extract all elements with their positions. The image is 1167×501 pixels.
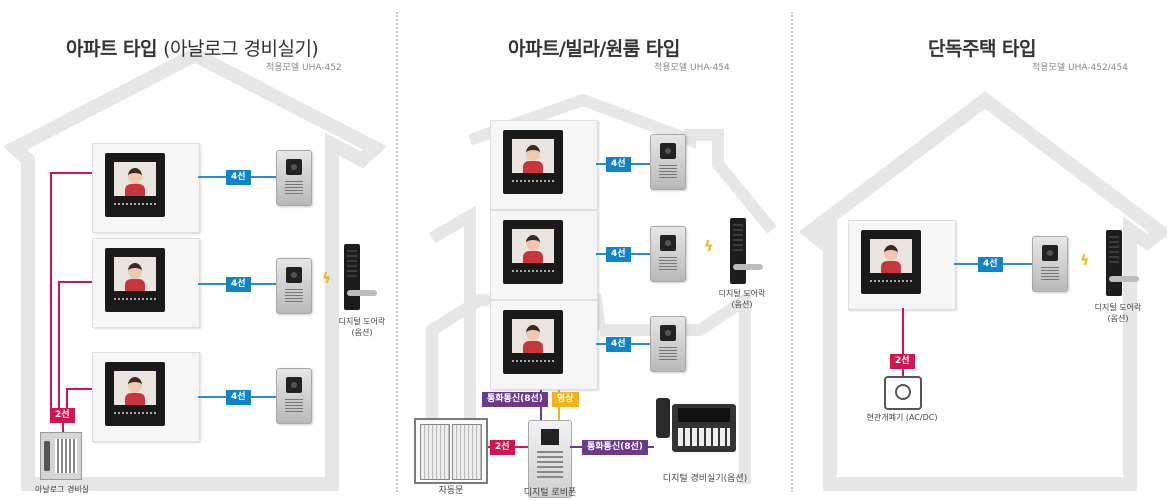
monitor-icon [490, 300, 598, 390]
monitor-icon [848, 220, 956, 310]
title-bold: 아파트 타입 [66, 38, 158, 60]
wire-4-tag: 4선 [226, 390, 251, 405]
wire-4-tag: 4선 [606, 337, 631, 352]
door-camera-icon [276, 258, 312, 314]
doorlock-label: 디지털 도어락 (옵션) [338, 317, 386, 337]
lock-label: 현관개폐기 (AC/DC) [866, 413, 938, 422]
panel-divider [791, 12, 793, 492]
wire-2-tag: 2선 [50, 408, 75, 423]
monitor-icon [92, 352, 200, 442]
door-camera-icon [650, 226, 686, 282]
doorlock-label: 디지털 도어락 (옵션) [718, 289, 766, 309]
automatic-door-icon [414, 418, 488, 484]
wire-video-line [558, 404, 560, 420]
digital-doorlock-icon [730, 218, 763, 284]
wire-comm-line [540, 404, 542, 420]
model-label: 적용모델 UHA-452/454 [1032, 63, 1128, 73]
panel-title: 아파트 타입 (아날로그 경비실기) [66, 34, 319, 61]
analog-security-icon [40, 432, 82, 480]
title-light: (아날로그 경비실기) [163, 38, 319, 60]
wire-2-line [58, 281, 60, 410]
wire-comm-tag: 통화통신(8선) [482, 392, 548, 407]
doorlock-label: 디지털 도어락 (옵션) [1094, 303, 1142, 323]
wire-2-line [50, 172, 52, 410]
model-label: 적용모델 UHA-454 [654, 63, 730, 73]
wire-4-tag: 4선 [606, 247, 631, 262]
monitor-icon [92, 238, 200, 328]
wire-2-line [902, 308, 904, 354]
door-camera-icon [276, 150, 312, 206]
wire-2-line [58, 281, 92, 283]
wire-2-tag: 2선 [490, 440, 515, 455]
guard-label: 디지털 경비실기(옵션) [662, 474, 748, 484]
wire-2-line [66, 388, 92, 390]
wire-4-tag: 4선 [226, 277, 251, 292]
door-camera-icon [650, 316, 686, 372]
door-camera-icon [1032, 236, 1068, 292]
door-camera-icon [650, 134, 686, 190]
wireless-bolt-icon: ϟ [322, 271, 332, 287]
wire-2-line [902, 368, 904, 378]
wire-2-tag: 2선 [890, 354, 915, 369]
lobby-label: 디지털 로비폰 [523, 488, 577, 498]
lobby-phone-icon [528, 420, 572, 498]
wire-guard-tag: 통화통신(8선) [582, 440, 648, 455]
wireless-bolt-icon: ϟ [1080, 253, 1090, 269]
wire-4-tag: 4선 [606, 157, 631, 172]
digital-doorlock-icon [1106, 230, 1139, 296]
guard-console-icon [656, 398, 736, 454]
wireless-bolt-icon: ϟ [704, 239, 714, 255]
panel-title: 아파트/빌라/원룸 타입 [508, 38, 680, 60]
wire-4-tag: 4선 [226, 170, 251, 185]
model-label: 적용모델 UHA-452 [266, 63, 342, 73]
panel-divider [396, 12, 398, 492]
wire-2-line [66, 388, 68, 410]
wire-2-line [62, 418, 64, 432]
wire-video-tag: 영상 [552, 392, 579, 407]
monitor-icon [490, 210, 598, 300]
security-label: 아날로그 경비실 [34, 485, 90, 494]
monitor-icon [92, 143, 200, 233]
door-opener-icon [884, 376, 922, 410]
digital-doorlock-icon [344, 244, 377, 310]
gate-label: 자동문 [438, 486, 464, 496]
wire-2-line [50, 172, 92, 174]
door-camera-icon [276, 368, 312, 424]
monitor-icon [490, 120, 598, 210]
panel-title: 단독주택 타입 [928, 38, 1037, 60]
wire-4-tag: 4선 [978, 257, 1003, 272]
